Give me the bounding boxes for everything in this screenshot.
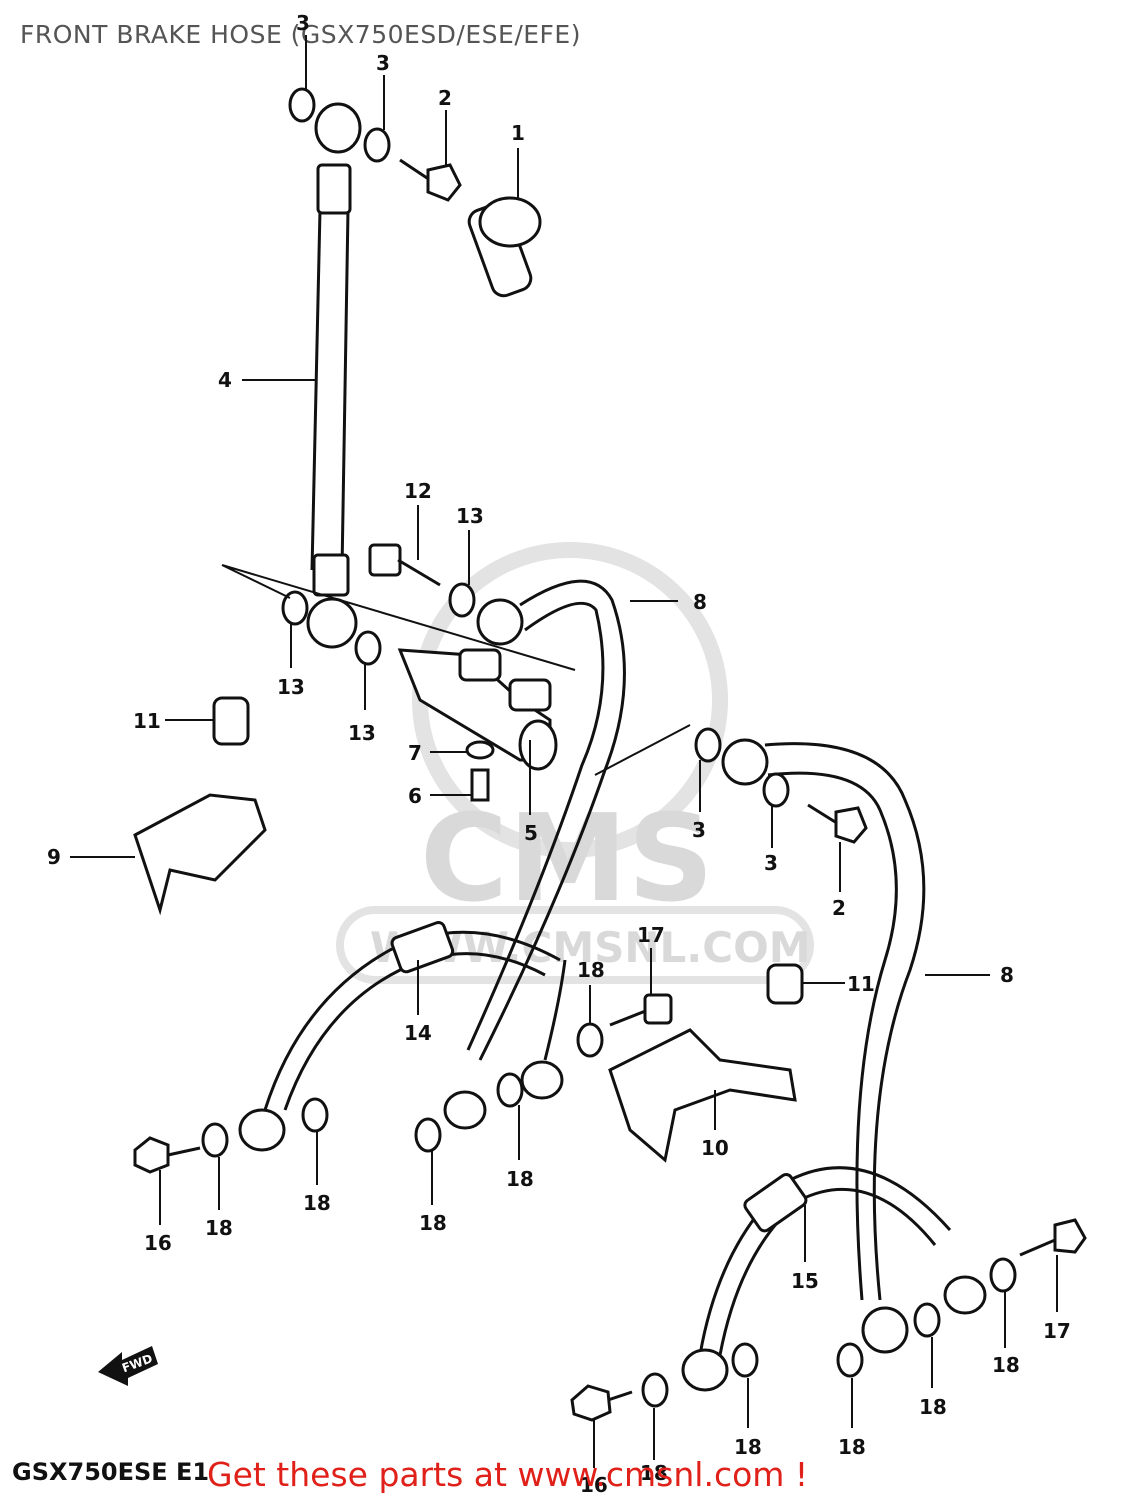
washer-icon [465, 740, 495, 760]
grommet-icon [766, 963, 804, 1005]
bleeder-cap-icon [467, 196, 542, 298]
callout-2: 2 [832, 896, 846, 920]
callout-18: 18 [734, 1435, 762, 1459]
callout-3: 3 [764, 851, 778, 875]
brake-hose-right-caliper [681, 1166, 987, 1392]
watermark-logo: CMS [420, 790, 714, 929]
bolt-icon [470, 768, 490, 802]
callout-18: 18 [205, 1216, 233, 1240]
callout-12: 12 [404, 479, 432, 503]
hose-fitting-icon [520, 1060, 564, 1100]
callout-11: 11 [847, 972, 875, 996]
washer-icon [448, 582, 476, 618]
washer-icon [281, 590, 309, 626]
grommet-icon [212, 696, 250, 746]
callout-16: 16 [144, 1231, 172, 1255]
callouts: 3 3 2 1 4 12 13 8 13 13 11 7 6 5 3 3 2 9… [47, 11, 1071, 1497]
washer-icon [762, 772, 790, 808]
callout-10: 10 [701, 1136, 729, 1160]
washer-icon [641, 1372, 669, 1408]
callout-11: 11 [133, 709, 161, 733]
callout-5: 5 [524, 821, 538, 845]
callout-13: 13 [348, 721, 376, 745]
callout-16: 16 [580, 1473, 608, 1497]
callout-8: 8 [1000, 963, 1014, 987]
fwd-arrow-icon: FWD [98, 1346, 158, 1386]
washer-icon [694, 727, 722, 763]
washer-icon [288, 87, 316, 123]
callout-18: 18 [919, 1395, 947, 1419]
washer-icon [301, 1097, 329, 1133]
bolt-icon [807, 803, 868, 844]
bolt-icon [368, 543, 441, 587]
washer-icon [354, 630, 382, 666]
page-title: FRONT BRAKE HOSE (GSX750ESD/ESE/EFE) [20, 20, 581, 49]
washer-icon [731, 1342, 759, 1378]
callout-13: 13 [456, 504, 484, 528]
hose-fitting-icon [443, 1090, 487, 1130]
callout-4: 4 [218, 368, 232, 392]
callout-8: 8 [693, 590, 707, 614]
callout-9: 9 [47, 845, 61, 869]
hose-clamp-icon [608, 1028, 797, 1163]
callout-1: 1 [511, 121, 525, 145]
callout-18: 18 [992, 1353, 1020, 1377]
callout-18: 18 [506, 1167, 534, 1191]
callout-17: 17 [1043, 1319, 1071, 1343]
bolt-icon [1019, 1218, 1087, 1257]
callout-2: 2 [438, 86, 452, 110]
bolt-icon [133, 1136, 201, 1174]
washer-icon [989, 1257, 1017, 1293]
brake-hose-upper [306, 102, 362, 649]
leader-lines [70, 35, 1058, 1468]
callout-14: 14 [404, 1021, 432, 1045]
bolt-icon [570, 1384, 633, 1422]
callout-7: 7 [408, 741, 422, 765]
callout-15: 15 [791, 1269, 819, 1293]
brake-hose-right [721, 738, 926, 1354]
callout-18: 18 [640, 1461, 668, 1485]
callout-3: 3 [296, 11, 310, 35]
bolt-icon [399, 158, 462, 202]
washer-icon [576, 1022, 604, 1058]
callout-3: 3 [376, 51, 390, 75]
bolt-icon [609, 993, 673, 1027]
brake-hose-middle [466, 579, 626, 1061]
callout-18: 18 [419, 1211, 447, 1235]
cta-link[interactable]: Get these parts at www.cmsnl.com ! [207, 1455, 809, 1494]
callout-3: 3 [692, 818, 706, 842]
callout-13: 13 [277, 675, 305, 699]
callout-18: 18 [838, 1435, 866, 1459]
model-code: GSX750ESE E1 [12, 1458, 210, 1486]
washer-icon [363, 127, 391, 163]
callout-18: 18 [303, 1191, 331, 1215]
washer-icon [201, 1122, 229, 1158]
washer-icon [913, 1302, 941, 1338]
callout-17: 17 [637, 923, 665, 947]
callout-6: 6 [408, 784, 422, 808]
washer-icon [496, 1072, 524, 1108]
callout-18: 18 [577, 958, 605, 982]
hose-clamp-icon [133, 793, 267, 916]
washer-icon [836, 1342, 864, 1378]
washer-icon [414, 1117, 442, 1153]
brake-hose-left-caliper [238, 921, 561, 1152]
